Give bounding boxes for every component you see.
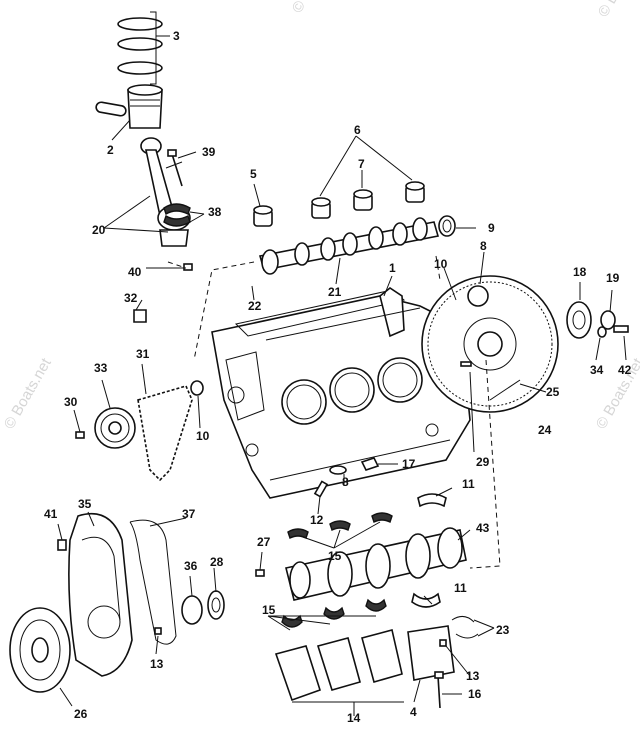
callout-6: 6 — [354, 123, 361, 137]
camshaft — [258, 217, 440, 275]
callout-38: 38 — [208, 205, 222, 219]
leader-lines — [57, 11, 627, 716]
cover-bolt — [57, 539, 67, 551]
callout-12: 12 — [310, 513, 324, 527]
callout-1: 1 — [389, 261, 396, 275]
piston-rings — [117, 17, 163, 75]
callout-14: 14 — [347, 711, 361, 724]
callout-13-right: 13 — [466, 669, 480, 683]
callout-42: 42 — [618, 363, 632, 377]
callout-31: 31 — [136, 347, 150, 361]
callout-26: 26 — [74, 707, 88, 721]
flywheel-bolt — [597, 325, 629, 338]
callout-15-lower: 15 — [262, 603, 276, 617]
timing-cover-gasket — [129, 519, 177, 645]
connecting-rod — [140, 137, 191, 247]
cam-bearings — [253, 181, 425, 227]
callout-19: 19 — [606, 271, 620, 285]
lower-main-bearings — [281, 592, 441, 628]
callout-25: 25 — [546, 385, 560, 399]
rear-cap-pin — [439, 639, 447, 647]
callout-30: 30 — [64, 395, 78, 409]
block-dowel-and-plug — [313, 465, 347, 498]
callout-22: 22 — [248, 299, 262, 313]
callout-15-upper: 15 — [328, 549, 342, 563]
callout-10-block: 10 — [196, 429, 210, 443]
callout-17: 17 — [402, 457, 416, 471]
callout-8-block: 8 — [342, 475, 349, 489]
flywheel-dowel — [460, 361, 472, 367]
callout-7: 7 — [358, 157, 365, 171]
main-cap-bolt — [434, 671, 444, 709]
crank-timing-sprocket — [94, 407, 136, 449]
block-plug — [190, 380, 204, 396]
callout-28: 28 — [210, 555, 224, 569]
crank-flange — [566, 301, 616, 339]
cam-plug — [438, 215, 456, 237]
callout-18: 18 — [573, 265, 587, 279]
piston-and-pin — [95, 84, 163, 129]
callout-8-flywheel: 8 — [480, 239, 487, 253]
sprocket-bolt — [75, 431, 85, 439]
callout-29: 29 — [476, 455, 490, 469]
upper-main-bearings — [287, 493, 447, 539]
watermark-top-right: © Boats.net — [595, 0, 640, 20]
callout-16: 16 — [468, 687, 482, 701]
callout-37: 37 — [182, 507, 196, 521]
callout-32: 32 — [124, 291, 138, 305]
callout-9: 9 — [488, 221, 495, 235]
engine-block — [211, 287, 471, 499]
timing-chain — [137, 385, 193, 482]
front-seal-and-gear — [181, 590, 225, 625]
callout-24: 24 — [538, 423, 552, 437]
callout-11-lower: 11 — [454, 581, 467, 595]
callout-27: 27 — [257, 535, 271, 549]
callout-36: 36 — [184, 559, 198, 573]
callout-11-upper: 11 — [462, 477, 475, 491]
callout-40: 40 — [128, 265, 142, 279]
callout-39: 39 — [202, 145, 216, 159]
watermark-left: © Boats.net — [1, 355, 55, 432]
callout-4: 4 — [410, 705, 417, 719]
callout-35: 35 — [78, 497, 92, 511]
callout-33: 33 — [94, 361, 108, 375]
callout-2: 2 — [107, 143, 114, 157]
callout-34: 34 — [590, 363, 604, 377]
rear-main-cap — [407, 625, 455, 681]
watermark-top: © Boats.net — [289, 0, 343, 16]
callout-3: 3 — [173, 29, 180, 43]
callout-20: 20 — [92, 223, 106, 237]
callout-13-left: 13 — [150, 657, 164, 671]
main-bearing-caps — [274, 629, 403, 702]
cam-bolt — [133, 309, 147, 323]
rear-main-seals — [451, 616, 479, 639]
callout-labels: 1 2 3 4 5 6 7 8 8 9 10 10 11 11 12 13 13… — [44, 29, 632, 725]
alignment-lines — [193, 255, 501, 569]
rod-bearings — [163, 203, 191, 227]
callout-21: 21 — [328, 285, 342, 299]
callout-5: 5 — [250, 167, 257, 181]
block-fitting — [360, 457, 380, 471]
rod-bolt-and-nut — [167, 149, 193, 271]
flywheel — [421, 275, 559, 413]
callout-23: 23 — [496, 623, 510, 637]
timing-cover — [68, 512, 133, 677]
harmonic-balancer — [9, 607, 71, 693]
callout-43: 43 — [476, 521, 490, 535]
crankshaft — [285, 527, 467, 601]
callout-41: 41 — [44, 507, 58, 521]
callout-10-flywheel: 10 — [434, 257, 448, 271]
